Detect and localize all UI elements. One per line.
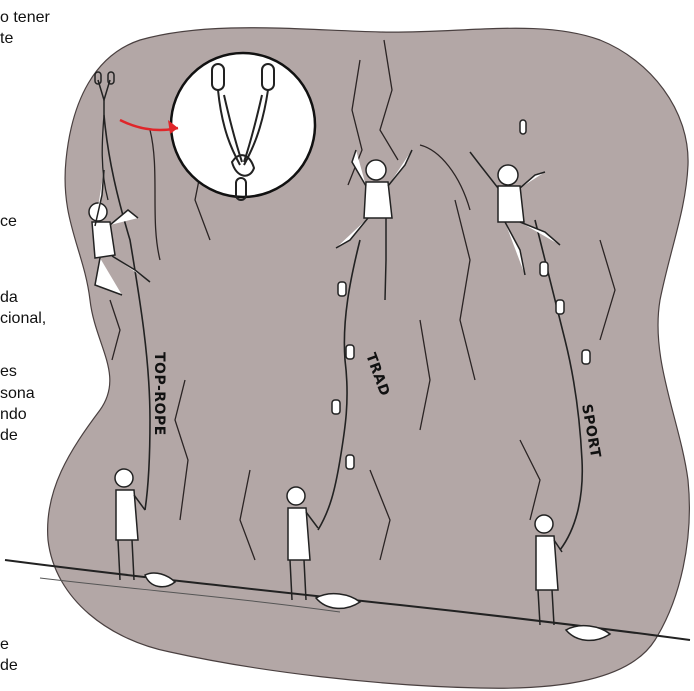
top-rope-label: TOP-ROPE xyxy=(151,352,167,436)
